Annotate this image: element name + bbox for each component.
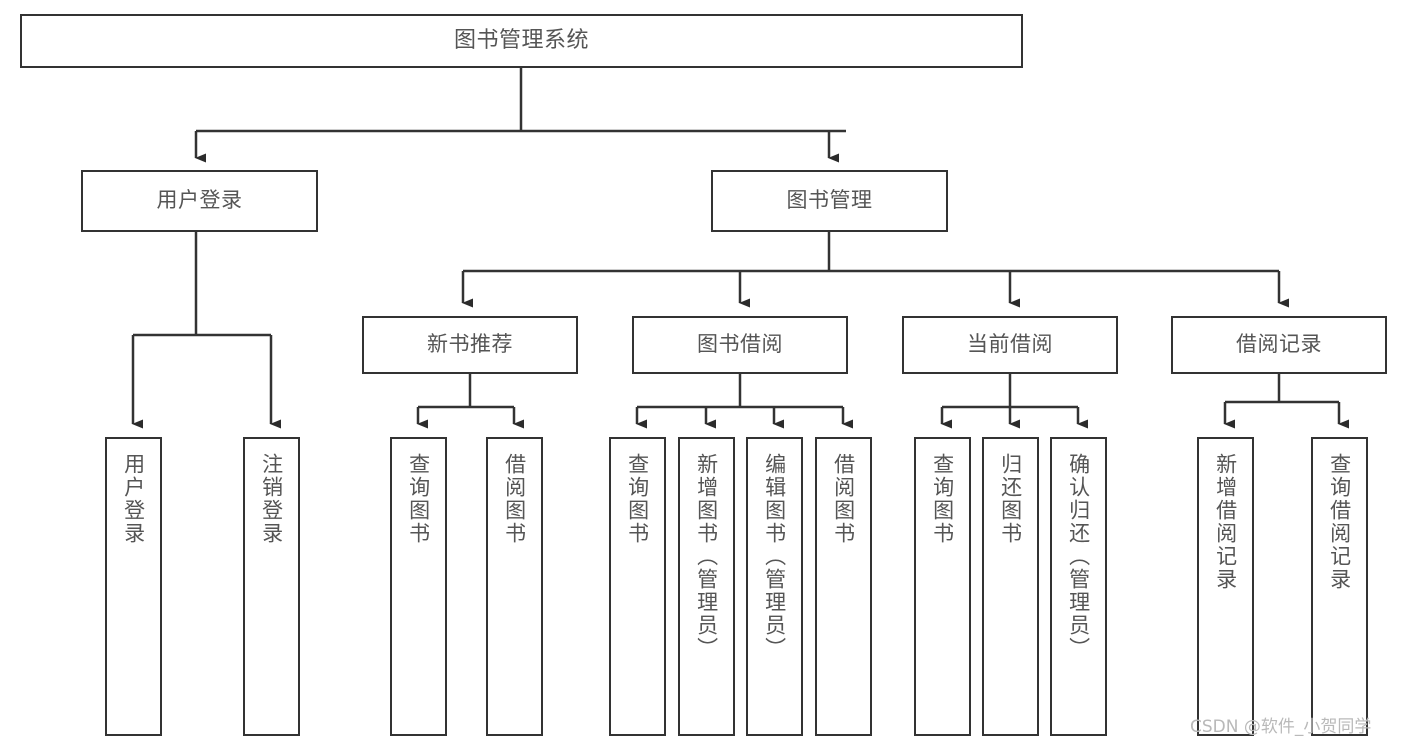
leaf-new-book-recommend-2[interactable]: 借阅图书	[486, 437, 543, 736]
node-label: 借阅记录	[1236, 332, 1322, 357]
node-label: 编辑图书（管理员）	[762, 453, 787, 660]
node-label: 图书管理	[786, 188, 873, 213]
leaf-borrow-record-2[interactable]: 查询借阅记录	[1311, 437, 1368, 736]
node-label: 借阅图书	[502, 453, 527, 545]
node-label: 新书推荐	[427, 332, 513, 357]
node-new-book-recommend[interactable]: 新书推荐	[362, 316, 578, 374]
node-label: 用户登录	[121, 453, 146, 545]
node-label: 当前借阅	[967, 332, 1053, 357]
node-label: 用户登录	[156, 188, 243, 213]
node-book-management[interactable]: 图书管理	[711, 170, 948, 232]
node-user-login[interactable]: 用户登录	[81, 170, 318, 232]
leaf-borrow-record-1[interactable]: 新增借阅记录	[1197, 437, 1254, 736]
node-root-book-management-system[interactable]: 图书管理系统	[20, 14, 1023, 68]
node-label: 新增图书（管理员）	[694, 453, 719, 660]
node-label: 查询图书	[930, 453, 955, 545]
node-book-borrow[interactable]: 图书借阅	[632, 316, 848, 374]
leaf-book-borrow-2[interactable]: 新增图书（管理员）	[678, 437, 735, 736]
node-borrow-record[interactable]: 借阅记录	[1171, 316, 1387, 374]
node-label: 注销登录	[259, 453, 284, 545]
watermark-text: CSDN @软件_小贺同学	[1190, 717, 1372, 737]
leaf-user-login-1[interactable]: 用户登录	[105, 437, 162, 736]
leaf-new-book-recommend-1[interactable]: 查询图书	[390, 437, 447, 736]
node-label: 归还图书	[998, 453, 1023, 545]
leaf-current-borrow-3[interactable]: 确认归还（管理员）	[1050, 437, 1107, 736]
leaf-current-borrow-2[interactable]: 归还图书	[982, 437, 1039, 736]
leaf-book-borrow-4[interactable]: 借阅图书	[815, 437, 872, 736]
leaf-book-borrow-3[interactable]: 编辑图书（管理员）	[746, 437, 803, 736]
node-label: 查询图书	[625, 453, 650, 545]
node-label: 查询借阅记录	[1327, 453, 1352, 591]
node-current-borrow[interactable]: 当前借阅	[902, 316, 1118, 374]
leaf-current-borrow-1[interactable]: 查询图书	[914, 437, 971, 736]
node-label: 图书借阅	[697, 332, 783, 357]
node-label: 查询图书	[406, 453, 431, 545]
node-label: 借阅图书	[831, 453, 856, 545]
node-label: 新增借阅记录	[1213, 453, 1238, 591]
leaf-book-borrow-1[interactable]: 查询图书	[609, 437, 666, 736]
node-label: 确认归还（管理员）	[1066, 453, 1091, 660]
leaf-user-login-2[interactable]: 注销登录	[243, 437, 300, 736]
node-label: 图书管理系统	[453, 27, 589, 53]
